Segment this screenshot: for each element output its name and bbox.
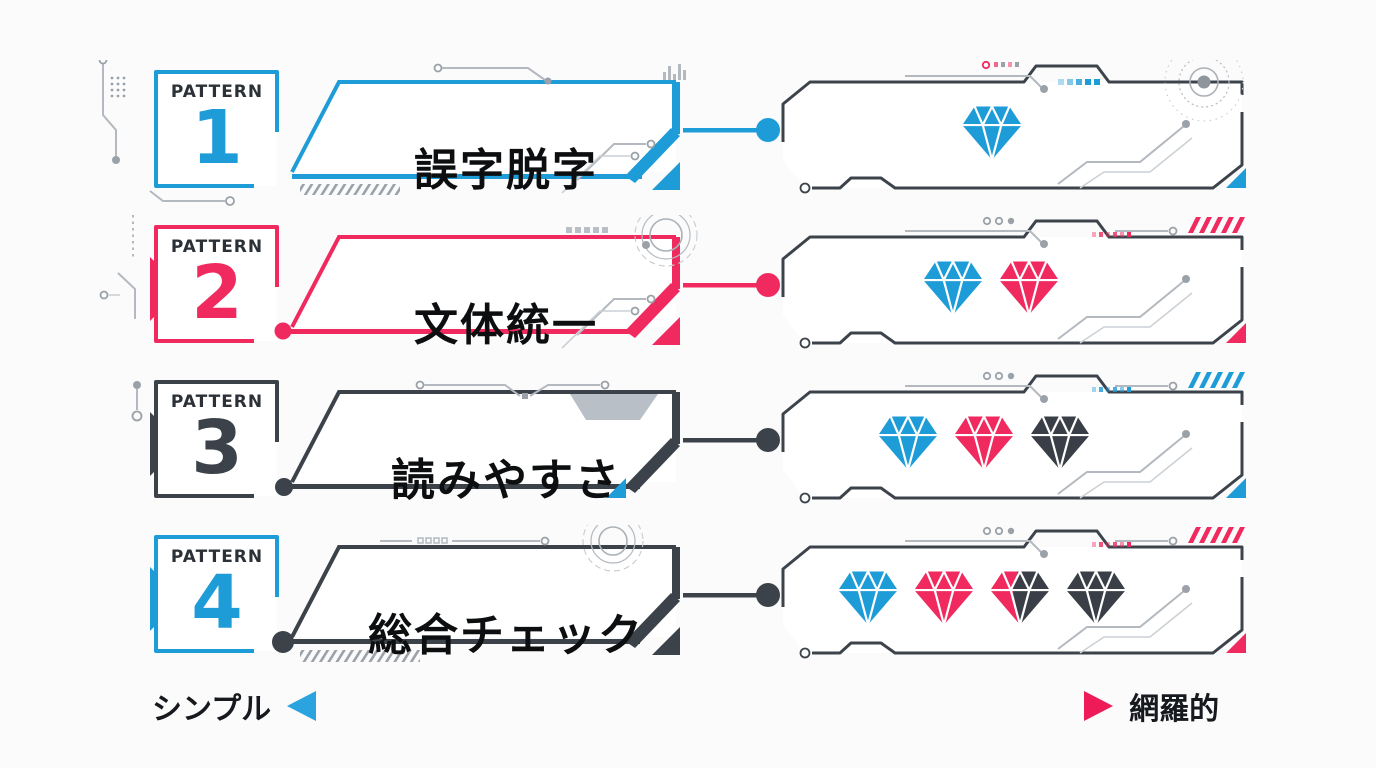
gem-icon [961,104,1023,161]
gem-icon-two-tone [989,569,1051,626]
corner-triangle [1226,633,1246,653]
banner-trapezoid-accent [570,394,658,420]
gem-icon [913,569,975,626]
pattern-title: 誤字脱字 [414,144,598,196]
gem-icon [998,259,1060,316]
connector-line [683,283,763,288]
banner-corner-triangle [652,317,680,345]
pixel-squares-icon [566,227,608,233]
target-circles-icon [1164,60,1244,122]
hatch-stripes-icon [1188,527,1245,543]
pattern-badge: PATTERN [170,237,264,257]
row-3-art [131,371,1246,504]
connector-dot [756,273,780,297]
pattern-title: 文体統一 [414,299,598,351]
corner-triangle [1226,168,1246,188]
circuit-decor-icon [131,381,143,422]
pixel-dots-icon [982,526,1015,536]
pixel-dots-icon [981,60,1019,70]
connector-line [683,128,763,133]
circuit-decor-icon [415,380,610,399]
pixel-squares-icon [1092,232,1131,237]
hatch-stripes-icon [300,184,400,195]
connector-line [683,593,763,598]
hatch-stripes-icon [1188,372,1245,388]
pattern-title: 総合チェック [368,609,644,661]
pattern-badge: PATTERN [170,82,264,102]
circuit-decor-icon [99,215,136,319]
gem-icon [837,569,899,626]
row-4-art [150,525,1246,662]
connector-dot [756,118,780,142]
banner-corner-triangle [606,478,626,498]
pattern-frame [154,380,279,498]
gem-icon [1029,414,1091,471]
pixel-squares-icon [1058,79,1100,85]
banner-corner-triangle [652,162,680,190]
circuit-decor-icon [433,63,552,85]
pattern-badge: PATTERN [170,392,264,412]
pattern-row-2: PATTERN 2 文体統一 [0,215,1376,383]
pattern-number: 2 [191,250,243,336]
pattern-row-1: PATTERN 1 誤字脱字 [0,60,1376,228]
pixel-dots-icon [982,216,1015,226]
gradient-arrow [287,691,1114,721]
result-frame [781,529,1244,655]
pixel-dots-icon [982,371,1015,381]
spectrum-axis: シンプル 網羅的 [152,684,1232,728]
corner-triangle [1226,478,1246,498]
axis-right-label: 網羅的 [1129,692,1220,727]
arrowhead-left-icon [287,691,317,721]
pattern-frame [154,70,279,188]
circuit-decor-icon [98,60,235,206]
gem-icon [877,414,939,471]
pixel-squares-icon [1092,387,1131,392]
pattern-number: 3 [191,405,243,491]
gem-icon [953,414,1015,471]
result-frame [781,219,1244,345]
connector-dot [756,583,780,607]
pattern-row-4: PATTERN 4 総合チェック [0,525,1376,693]
bar-chart-icon [663,64,686,80]
circuit-decor-icon [380,536,550,546]
gem-group [837,569,1127,626]
pattern-number: 4 [191,560,243,646]
gem-group [877,414,1091,471]
hatch-stripes-icon [300,650,420,662]
connector-dot [756,428,780,452]
arrowhead-right-icon [1084,691,1114,721]
hatch-stripes-icon [1188,217,1245,233]
concentric-circles-icon [582,525,644,572]
gem-icon [1065,569,1127,626]
result-frame [781,374,1244,500]
pattern-title: 読みやすさ [391,454,621,506]
pattern-frame [154,225,279,343]
banner-end-dot [272,631,294,653]
connector-line [683,438,763,443]
pattern-row-3: PATTERN 3 読みやすさ [0,370,1376,538]
pattern-frame [154,535,279,653]
banner-end-dot [274,322,292,340]
axis-left-label: シンプル [152,692,272,727]
banner-corner-triangle [652,627,680,655]
banner-end-dot [275,478,293,496]
gem-icon [922,259,984,316]
gem-group [961,104,1023,161]
pattern-number: 1 [191,95,243,181]
pixel-squares-icon [1092,542,1131,547]
pattern-badge: PATTERN [170,547,264,567]
concentric-circles-icon [634,215,698,267]
gem-group [922,259,1060,316]
corner-triangle [1226,323,1246,343]
